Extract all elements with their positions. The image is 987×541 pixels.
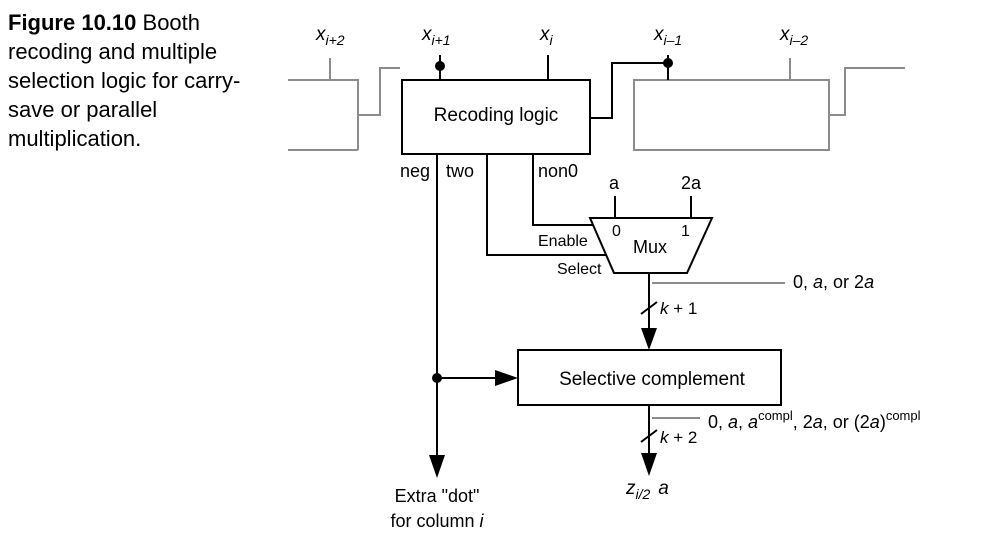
mux-output-arrowhead — [641, 328, 657, 350]
register-outline-left — [288, 67, 400, 116]
width-slash-1 — [640, 301, 658, 315]
x-i-minus-1-wire — [590, 62, 668, 119]
extra-dot-label-line1: Extra "dot" — [395, 486, 480, 506]
neg-to-selective-arrowhead — [495, 370, 518, 386]
mux-label: Mux — [633, 237, 667, 257]
recoding-logic-label: Recoding logic — [434, 105, 559, 126]
width-label-2: k + 2 — [660, 428, 697, 447]
two-label: two — [446, 161, 474, 181]
two-wire — [486, 154, 610, 256]
figure-caption: Figure 10.10 Booth recoding and multiple… — [8, 8, 268, 153]
x-i-minus-1-dot — [663, 58, 673, 68]
selective-output-arrowhead — [641, 453, 657, 476]
width-slash-2 — [640, 429, 658, 443]
x-i-plus-1-dot — [435, 61, 445, 71]
non0-wire — [532, 154, 598, 226]
selective-output-annotation: 0, a, acompl, 2a, or (2a)compl — [708, 408, 921, 432]
extra-dot-label-line2: for column i — [390, 511, 484, 531]
2a-input-label: 2a — [681, 173, 702, 193]
x-i-plus-2-label: xi+2 — [315, 24, 345, 48]
x-i-minus-2-label: xi–2 — [779, 24, 808, 48]
extra-dot-arrowhead — [429, 455, 445, 478]
figure-caption-text: Booth recoding and multiple selection lo… — [8, 10, 241, 151]
x-i-label: xi — [539, 24, 554, 48]
x-i-minus-1-label: xi–1 — [653, 24, 682, 48]
recoding-logic-block — [401, 79, 591, 155]
enable-label: Enable — [538, 233, 588, 250]
non0-label: non0 — [538, 161, 578, 181]
a-input-label: a — [609, 173, 620, 193]
register-right-box — [633, 79, 830, 151]
width-label-1: k + 1 — [660, 299, 697, 318]
mux-block — [588, 217, 714, 274]
mux-input-0-label: 0 — [612, 223, 621, 240]
x-i-plus-1-label: xi+1 — [421, 24, 451, 48]
neg-label: neg — [400, 161, 430, 181]
mux-input-1-label: 1 — [681, 223, 690, 240]
register-outline-right — [829, 67, 905, 116]
mux-output-annotation: 0, a, or 2a — [793, 272, 874, 292]
selective-complement-label: Selective complement — [559, 369, 746, 390]
figure-number: Figure 10.10 — [8, 10, 137, 35]
select-label: Select — [557, 261, 602, 278]
